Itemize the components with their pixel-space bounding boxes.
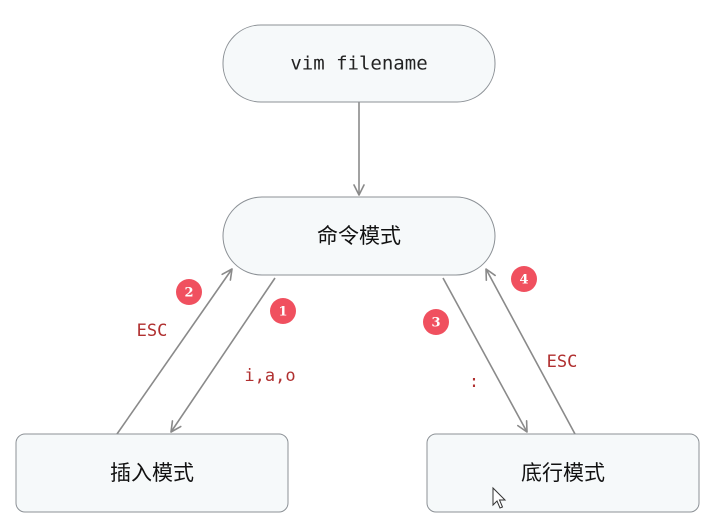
step-badge-2-number: 2 xyxy=(184,286,193,301)
step-badge-3: 3 xyxy=(423,309,449,335)
step-badge-2-circle xyxy=(176,279,202,305)
step-badge-3-circle xyxy=(423,309,449,335)
edge-label-esc-insert: ESC xyxy=(137,321,168,341)
node-command-mode: 命令模式 xyxy=(222,196,496,276)
step-badge-3-number: 3 xyxy=(431,316,440,331)
edge-lastline-to-command xyxy=(485,268,576,435)
node-vim-filename: vim filename xyxy=(222,24,496,103)
step-badge-4-circle xyxy=(511,266,537,292)
node-insert-mode: 插入模式 xyxy=(15,433,289,513)
node-command-mode-box xyxy=(222,196,496,276)
edge-command-to-lastline xyxy=(442,277,528,433)
edge-label-esc-lastline: ESC xyxy=(547,352,578,372)
node-insert-mode-label: 插入模式 xyxy=(110,461,194,485)
edge-insert-to-command xyxy=(116,268,233,435)
step-badge-1-circle xyxy=(270,298,296,324)
edge-label-insert-keys: i,a,o xyxy=(244,366,295,386)
step-badge-4: 4 xyxy=(511,266,537,292)
edge-label-colon: : xyxy=(469,372,479,392)
node-lastline-mode: 底行模式 xyxy=(426,433,700,513)
node-vim-filename-box xyxy=(222,24,496,103)
node-vim-filename-label: vim filename xyxy=(290,53,427,75)
mouse-pointer-icon xyxy=(492,486,507,509)
node-insert-mode-box xyxy=(15,433,289,513)
node-command-mode-label: 命令模式 xyxy=(317,224,401,248)
step-badge-4-number: 4 xyxy=(519,273,528,288)
step-badge-2: 2 xyxy=(176,279,202,305)
step-badge-1: 1 xyxy=(270,298,296,324)
step-badge-1-number: 1 xyxy=(278,305,287,320)
edge-command-to-insert xyxy=(170,277,276,433)
node-lastline-mode-label: 底行模式 xyxy=(521,461,605,485)
